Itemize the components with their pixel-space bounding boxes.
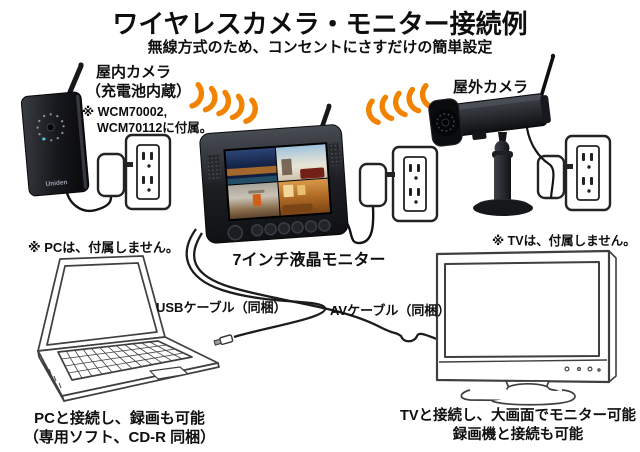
- monitor-illustration: [199, 103, 349, 244]
- indoor-camera-antenna: [67, 63, 84, 95]
- tv-caption-line1: TVと接続し、大画面でモニター可能: [399, 408, 637, 424]
- tv-caption: TVと接続し、大画面でモニター可能 録画機と接続も可能: [398, 407, 638, 444]
- indoor-camera-illustration: Uniden: [20, 62, 90, 197]
- usb-plug-icon: [213, 334, 234, 346]
- tv-illustration: [435, 249, 617, 406]
- indoor-camera-lens: [46, 123, 55, 132]
- wireless-signal-left-icon: [189, 82, 258, 124]
- indoor-camera-included-note: ※ WCM70002, WCM70112に付属。: [82, 104, 212, 136]
- pc-not-included-note: ※ PCは、付属しません。: [28, 240, 179, 255]
- tv-not-included-note: ※ TVは、付属しません。: [492, 234, 636, 248]
- outdoor-camera-label: 屋外カメラ: [453, 79, 529, 96]
- av-cable-label: AVケーブル（同梱）: [330, 303, 451, 318]
- page-subtitle: 無線方式のため、コンセントにさすだけの簡単設定: [147, 39, 493, 56]
- outdoor-camera-mount: [473, 132, 533, 216]
- av-cable: [193, 232, 438, 343]
- pc-caption: PCと接続し、録画も可能 （専用ソフト、CD-R 同梱）: [12, 409, 227, 447]
- pc-caption-line1: PCと接続し、録画も可能: [34, 410, 205, 427]
- tv-caption-line2: 録画機と接続も可能: [452, 426, 584, 443]
- indoor-camera-label-line2: （充電池内蔵）: [86, 83, 192, 100]
- outdoor-camera-illustration: [428, 53, 556, 216]
- outdoor-camera-power-cable: [525, 127, 555, 199]
- page-title: ワイヤレスカメラ・モニター接続例: [112, 9, 528, 39]
- included-note-line2: WCM70112に付属。: [97, 121, 213, 135]
- pc-caption-line2: （専用ソフト、CD-R 同梱）: [23, 429, 216, 446]
- laptop-illustration: [37, 255, 220, 402]
- indoor-camera-brand: Uniden: [45, 179, 68, 188]
- monitor-speaker-right: [328, 143, 341, 166]
- monitor-speaker-left: [206, 154, 222, 180]
- outdoor-camera-antenna: [539, 55, 555, 99]
- included-note-line1: ※ WCM70002,: [82, 105, 168, 119]
- usb-cable-label: USBケーブル（同梱）: [156, 300, 287, 315]
- monitor-screen: [225, 144, 331, 220]
- indoor-camera-label-line1: 屋内カメラ: [96, 64, 172, 81]
- outdoor-camera-led-ring: [436, 113, 455, 132]
- indoor-camera-led-ring: [36, 113, 65, 142]
- indoor-camera-label: 屋内カメラ （充電池内蔵）: [86, 63, 191, 101]
- indoor-camera-power-cable: [64, 187, 113, 213]
- monitor-buttons: [227, 219, 331, 241]
- monitor-power-cable: [343, 206, 375, 245]
- monitor-label: 7インチ液晶モニター: [232, 252, 386, 269]
- outdoor-camera-lens: [441, 118, 450, 127]
